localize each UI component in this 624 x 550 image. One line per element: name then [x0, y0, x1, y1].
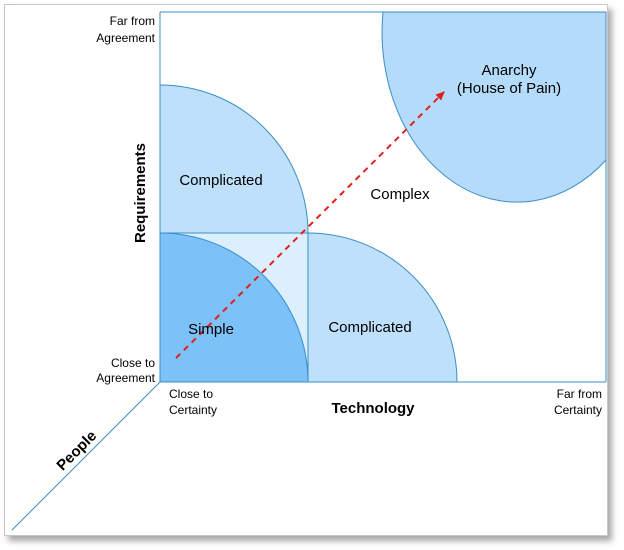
- complicated-upper-label: Complicated: [179, 172, 262, 189]
- complex-label: Complex: [370, 186, 430, 203]
- complicated-upper-region: [159, 84, 309, 234]
- anarchy-label-line2: (House of Pain): [457, 80, 561, 97]
- anarchy-label-line1: Anarchy: [481, 62, 537, 79]
- y-axis-title: Requirements: [132, 143, 149, 243]
- y-bottom-label-line1: Close to: [111, 356, 155, 370]
- x-left-label-line2: Certainty: [169, 403, 217, 417]
- y-top-label-line1: Far from: [110, 14, 155, 28]
- y-top-label-line2: Agreement: [96, 31, 155, 45]
- x-right-label-line2: Certainty: [554, 403, 602, 417]
- complicated-right-label: Complicated: [328, 319, 411, 336]
- simple-region: [159, 232, 309, 383]
- people-axis-title: People: [53, 427, 100, 474]
- y-bottom-label-line2: Agreement: [96, 371, 155, 385]
- people-axis-line: [11, 381, 161, 531]
- x-axis-title: Technology: [331, 400, 415, 417]
- anarchy-region: [381, 11, 607, 203]
- x-left-label-line1: Close to: [169, 387, 213, 401]
- simple-label: Simple: [188, 321, 234, 338]
- complicated-right-region: [307, 232, 458, 383]
- x-right-label-line1: Far from: [557, 387, 602, 401]
- progression-arrow: [175, 91, 445, 359]
